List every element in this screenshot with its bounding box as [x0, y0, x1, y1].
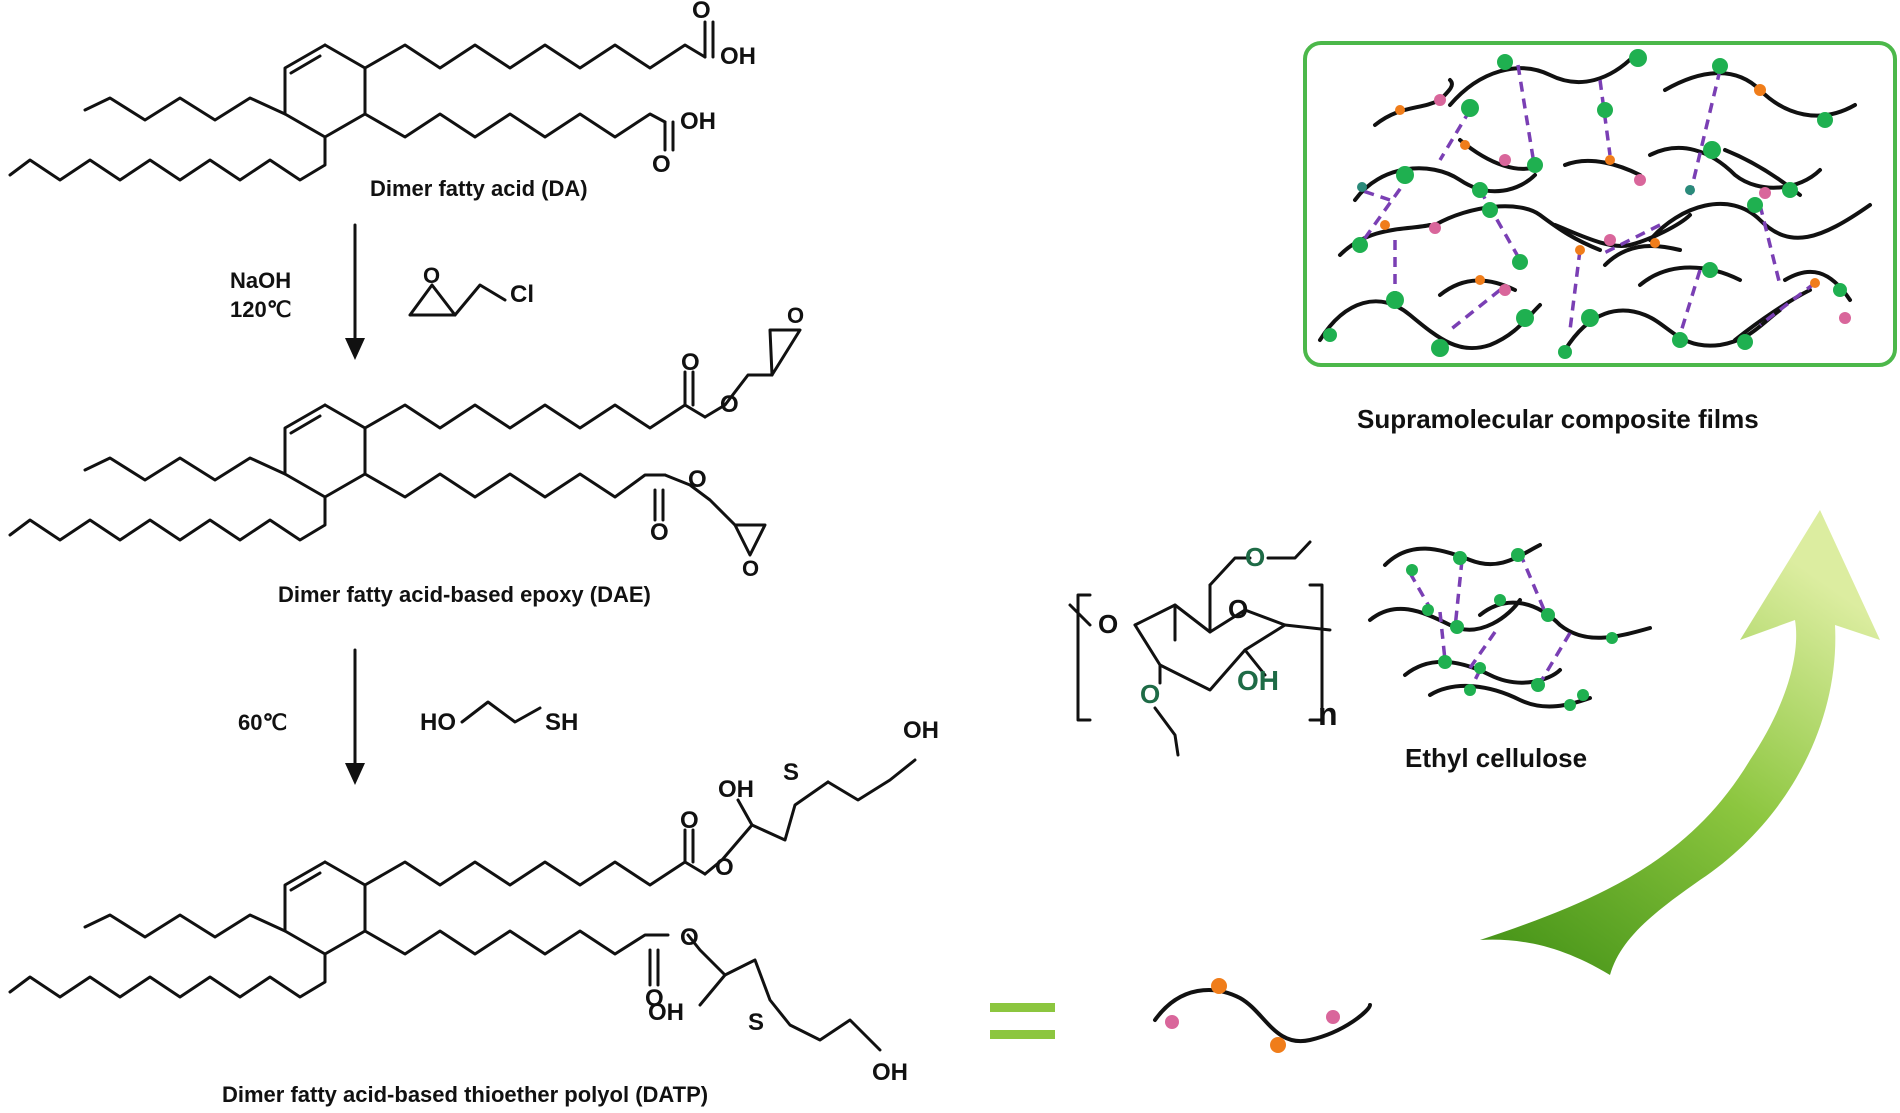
ester-oxygen: O	[680, 924, 699, 951]
epoxide-oxygen: O	[423, 263, 440, 288]
carbonyl-oxygen: O	[650, 519, 669, 546]
ester-oxygen: O	[688, 466, 707, 493]
datp-hydroxyl-label: OH	[718, 776, 754, 803]
repeat-unit-n: n	[1318, 696, 1338, 732]
epichlorohydrin-structure	[408, 283, 507, 317]
thiol-label: SH	[545, 709, 578, 736]
thioether-sulfur-label: S	[783, 759, 799, 786]
assembly-arrow-icon	[1480, 510, 1880, 975]
ethyl-cellulose-structure	[1068, 540, 1332, 757]
dae-caption: Dimer fatty acid-based epoxy (DAE)	[278, 582, 651, 607]
arrowhead-icon	[345, 338, 365, 360]
glycosidic-oxygen: O	[1098, 609, 1118, 639]
ethyl-cellulose-network-icon	[1368, 543, 1652, 711]
ethoxy-oxygen: O	[1140, 679, 1160, 709]
da-caption: Dimer fatty acid (DA)	[370, 176, 588, 201]
carbonyl-oxygen: O	[681, 349, 700, 376]
dimer-fatty-acid-structure	[8, 20, 715, 182]
film-label: Supramolecular composite films	[1357, 404, 1759, 434]
datp-caption: Dimer fatty acid-based thioether polyol …	[222, 1082, 708, 1107]
equals-sign	[990, 1030, 1055, 1039]
mercaptoethanol-chain	[460, 700, 542, 724]
datp-chain-symbol	[1153, 978, 1372, 1053]
carbonyl-oxygen: O	[692, 0, 711, 24]
ring-oxygen: O	[1228, 594, 1248, 624]
ethyl-cellulose-label: Ethyl cellulose	[1405, 743, 1587, 773]
carbonyl-oxygen: O	[645, 985, 664, 1012]
thioether-sulfur-label: S	[748, 1009, 764, 1036]
composite-network-icon	[1318, 49, 1872, 359]
thioether-polyol-structure	[8, 758, 917, 1052]
arrowhead-icon	[345, 763, 365, 785]
ester-oxygen: O	[715, 854, 734, 881]
equals-sign	[990, 1003, 1055, 1012]
carbonyl-oxygen: O	[680, 807, 699, 834]
da-hydroxyl-label: OH	[720, 43, 756, 70]
ec-hydroxyl-label: OH	[1237, 665, 1279, 696]
da-hydroxyl-label: OH	[680, 108, 716, 135]
datp-hydroxyl-label: OH	[648, 999, 684, 1026]
epoxide-oxygen: O	[742, 556, 759, 581]
step1-reagent: NaOH	[230, 268, 291, 293]
step1-temperature: 120℃	[230, 297, 291, 322]
ester-oxygen: O	[720, 391, 739, 418]
ethoxy-oxygen: O	[1245, 542, 1265, 572]
datp-hydroxyl-label: OH	[872, 1059, 908, 1086]
epoxide-oxygen: O	[787, 303, 804, 328]
step2-temperature: 60℃	[238, 710, 287, 735]
carbonyl-oxygen: O	[652, 151, 671, 178]
mercaptoethanol-hydroxyl: HO	[420, 709, 456, 736]
datp-hydroxyl-label: OH	[903, 717, 939, 744]
dimer-fatty-acid-epoxy-structure	[8, 328, 802, 557]
composite-film-frame	[1303, 41, 1897, 367]
chlorine-label: Cl	[510, 281, 534, 308]
